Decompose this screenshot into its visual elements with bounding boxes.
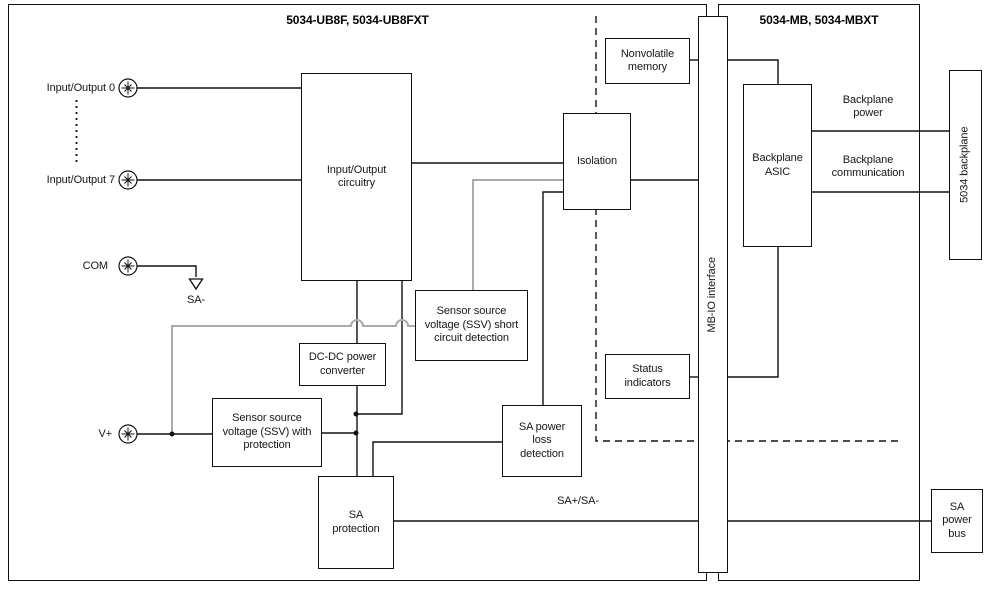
terminal-screw-icon-com xyxy=(118,256,138,276)
block-sa-power-loss-detection-label: SA power loss detection xyxy=(518,420,566,460)
label-backplane-communication: Backplane communication xyxy=(831,154,905,180)
terminal-label-com: COM xyxy=(82,260,108,272)
terminal-label-vplus: V+ xyxy=(98,428,112,440)
right-section-title: 5034-MB, 5034-MBXT xyxy=(759,13,879,27)
gray-wire-vplus-to-scd xyxy=(171,319,415,434)
terminal-screw-icon-vplus xyxy=(118,424,138,444)
wire-circuitry-to-junction xyxy=(356,281,403,415)
block-backplane-asic-label: Backplane ASIC xyxy=(752,152,803,178)
left-section-title: 5034-UB8F, 5034-UB8FXT xyxy=(286,13,429,27)
block-isolation-label: Isolation xyxy=(576,154,618,167)
wire-isolation-to-sa-loss xyxy=(542,191,563,405)
wire-sa-protection-to-sa-loss xyxy=(372,441,502,476)
block-sa-protection: SA protection xyxy=(318,476,394,569)
block-nonvolatile-memory: Nonvolatile memory xyxy=(605,38,690,84)
label-backplane-power: Backplane power xyxy=(842,94,894,120)
block-io-circuitry-label: Input/Output circuitry xyxy=(326,163,387,189)
block-sa-power-bus: SA power bus xyxy=(931,489,983,553)
block-sa-power-bus-label: SA power bus xyxy=(942,500,972,540)
label-sa-minus: SA- xyxy=(186,294,206,306)
label-sa-bus: SA+/SA- xyxy=(557,495,599,507)
block-mb-io-interface-label: MB-IO interface xyxy=(706,256,719,333)
block-dc-dc-converter-label: DC-DC power converter xyxy=(308,351,377,377)
wire-com-to-sa-minus xyxy=(137,265,197,277)
block-5034-backplane-label: 5034 backplane xyxy=(958,126,971,204)
block-mb-io-interface: MB-IO interface xyxy=(698,16,728,573)
junction-dot xyxy=(353,430,359,436)
block-isolation: Isolation xyxy=(563,113,631,210)
block-5034-backplane: 5034 backplane xyxy=(949,70,982,260)
block-ssv-short-circuit-detection: Sensor source voltage (SSV) short circui… xyxy=(415,290,528,361)
terminal-screw-icon-io0 xyxy=(118,78,138,98)
gray-wire-isolation-to-scd xyxy=(472,179,563,290)
block-io-circuitry: Input/Output circuitry xyxy=(301,73,412,281)
block-ssv-with-protection: Sensor source voltage (SSV) with protect… xyxy=(212,398,322,467)
block-ssv-with-protection-label: Sensor source voltage (SSV) with protect… xyxy=(222,412,312,452)
junction-dot xyxy=(169,431,175,437)
terminal-screw-icon-io7 xyxy=(118,170,138,190)
wire-mbio-to-asic-top xyxy=(728,59,779,84)
wire-mbio-to-asic-bottom xyxy=(728,247,779,378)
junction-dot xyxy=(353,411,359,417)
block-status-indicators: Status indicators xyxy=(605,354,690,399)
block-sa-protection-label: SA protection xyxy=(332,509,380,535)
block-dc-dc-converter: DC-DC power converter xyxy=(299,343,386,386)
block-backplane-asic: Backplane ASIC xyxy=(743,84,812,247)
terminal-label-io7: Input/Output 7 xyxy=(46,174,115,186)
block-status-indicators-label: Status indicators xyxy=(624,363,671,389)
block-nonvolatile-memory-label: Nonvolatile memory xyxy=(620,47,675,73)
block-ssv-short-circuit-detection-label: Sensor source voltage (SSV) short circui… xyxy=(424,305,519,345)
isolation-boundary-dashed-line xyxy=(595,16,902,442)
sa-minus-arrow-icon xyxy=(188,278,204,291)
block-sa-power-loss-detection: SA power loss detection xyxy=(502,405,582,477)
terminal-label-io0: Input/Output 0 xyxy=(46,82,115,94)
